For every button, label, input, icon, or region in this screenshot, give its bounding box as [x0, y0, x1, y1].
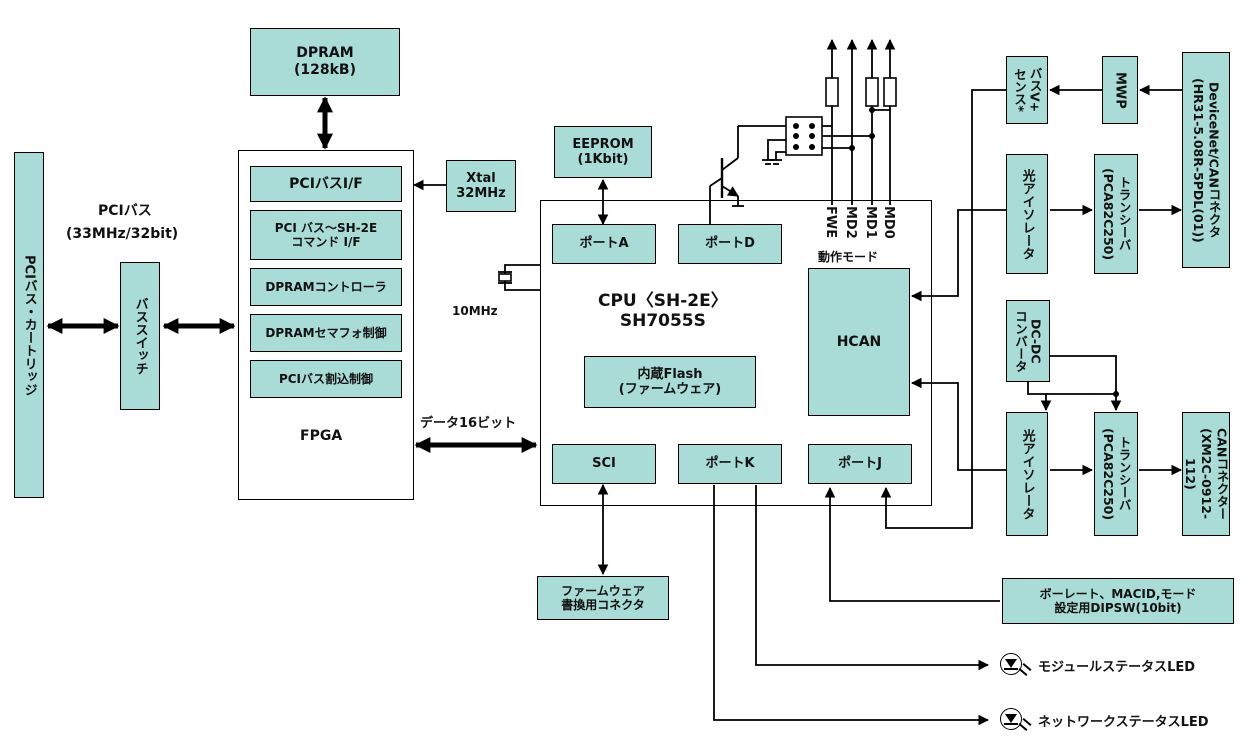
port-k-block: ポートK — [678, 444, 782, 484]
opto1-block: 光アイソレータ — [1006, 154, 1048, 274]
hcan-label: HCAN — [836, 333, 882, 350]
led-icon — [1000, 708, 1032, 732]
bus-switch-block: バススイッチ — [120, 262, 160, 410]
dpram-label: DPRAM (128kB) — [293, 45, 356, 78]
sci-block: SCI — [552, 444, 656, 484]
module-status-led: モジュールステータスLED — [1000, 653, 1195, 677]
network-status-led: ネットワークステータスLED — [1000, 708, 1209, 732]
port-d-block: ポートD — [678, 224, 782, 264]
op-mode-label: 動作モード — [818, 250, 879, 264]
dpram-block: DPRAM (128kB) — [250, 28, 400, 96]
transceiver2-label: トランシーバ (PCA82C250) — [1101, 427, 1132, 521]
pin-md1-label: MD1 — [863, 206, 878, 239]
pin-md2-label: MD2 — [843, 206, 858, 239]
pci-if-block: PCIバスI/F — [250, 166, 402, 202]
bus-sense-label: バスV+ センス* — [1012, 67, 1043, 113]
opto1-label: 光アイソレータ — [1019, 168, 1035, 260]
bus-sense-block: バスV+ センス* — [1006, 56, 1048, 124]
resistor-icon — [825, 77, 839, 107]
flash-block: 内蔵Flash (ファームウェア) — [584, 356, 756, 408]
can-conn-block: CANコネクター (XM2C-0912-112) — [1182, 412, 1230, 536]
sci-label: SCI — [592, 456, 616, 472]
pci-card-label: PCIバス・カートリッジ — [21, 254, 37, 396]
devicenet-conn-block: DeviceNet/CANコネクタ (HR31-5.08R-5PDL(01)) — [1182, 52, 1230, 268]
network-status-led-label: ネットワークステータスLED — [1038, 714, 1209, 730]
dpram-sem-label: DPRAMセマフォ制御 — [265, 325, 387, 340]
pin-fwe-label: FWE — [823, 206, 838, 239]
dipsw-block: ボーレート、MACID,モード 設定用DIPSW(10bit) — [1002, 578, 1234, 624]
pci-bus-spec-label: (33MHz/32bit) — [66, 226, 179, 242]
can-conn-label: CANコネクター (XM2C-0912-112) — [1183, 428, 1230, 520]
pci-irq-block: PCIバス割込制御 — [250, 360, 402, 398]
dpram-sem-block: DPRAMセマフォ制御 — [250, 314, 402, 352]
led-icon — [1000, 653, 1032, 677]
hcan-block: HCAN — [808, 268, 910, 416]
opto2-label: 光アイソレータ — [1019, 428, 1035, 520]
pin-md0-label: MD0 — [881, 206, 896, 239]
pci-if-label: PCIバスI/F — [289, 175, 363, 192]
transceiver2-block: トランシーバ (PCA82C250) — [1094, 412, 1138, 536]
fw-conn-block: ファームウェア 書換用コネクタ — [537, 576, 669, 620]
dipsw-label: ボーレート、MACID,モード 設定用DIPSW(10bit) — [1039, 586, 1197, 615]
dcdc-label: DC-DC コンバータ — [1013, 309, 1044, 373]
mwp-label: MWP — [1112, 71, 1128, 109]
flash-label: 内蔵Flash (ファームウェア) — [618, 366, 722, 397]
module-status-led-label: モジュールステータスLED — [1038, 659, 1196, 675]
port-a-block: ポートA — [552, 224, 656, 264]
pci-card-block: PCIバス・カートリッジ — [14, 152, 44, 498]
port-a-label: ポートA — [579, 236, 629, 252]
resistor-icon — [865, 77, 879, 107]
xtal-block: Xtal 32MHz — [446, 160, 516, 212]
pci-sh2e-cmd-block: PCI バス～SH-2E コマンド I/F — [250, 210, 402, 260]
cpu-title: CPU〈SH-2E〉 SH7055S — [598, 291, 728, 331]
crystal-oscillator-icon — [498, 273, 512, 282]
fpga-frame — [238, 150, 414, 500]
fw-conn-label: ファームウェア 書換用コネクタ — [561, 583, 645, 612]
port-d-label: ポートD — [705, 236, 755, 252]
transceiver1-label: トランシーバ (PCA82C250) — [1101, 167, 1132, 261]
pci-sh2e-cmd-label: PCI バス～SH-2E コマンド I/F — [274, 220, 378, 249]
xtal-label: Xtal 32MHz — [456, 170, 506, 201]
pci-irq-label: PCIバス割込制御 — [278, 371, 374, 386]
data16-label: データ16ビット — [420, 416, 517, 431]
bus-switch-label: バススイッチ — [132, 297, 148, 375]
transceiver1-block: トランシーバ (PCA82C250) — [1094, 154, 1138, 274]
port-j-block: ポートJ — [808, 444, 912, 484]
jumper-header-icon — [785, 116, 823, 156]
cpu-frame — [540, 200, 932, 506]
dpram-ctrl-block: DPRAMコントローラ — [250, 268, 402, 306]
eeprom-block: EEPROM (1Kbit) — [554, 126, 652, 178]
fpga-label: FPGA — [300, 428, 343, 444]
port-k-label: ポートK — [705, 456, 755, 472]
dcdc-block: DC-DC コンバータ — [1006, 300, 1050, 382]
mwp-block: MWP — [1102, 56, 1138, 124]
devicenet-conn-label: DeviceNet/CANコネクタ (HR31-5.08R-5PDL(01)) — [1191, 77, 1222, 243]
pci-bus-label: PCIバス — [98, 203, 152, 219]
eeprom-label: EEPROM (1Kbit) — [572, 136, 634, 167]
resistor-icon — [883, 77, 897, 107]
osc-10mhz-label: 10MHz — [452, 304, 498, 318]
dpram-ctrl-label: DPRAMコントローラ — [265, 279, 387, 294]
opto2-block: 光アイソレータ — [1006, 412, 1048, 536]
port-j-label: ポートJ — [838, 456, 882, 472]
